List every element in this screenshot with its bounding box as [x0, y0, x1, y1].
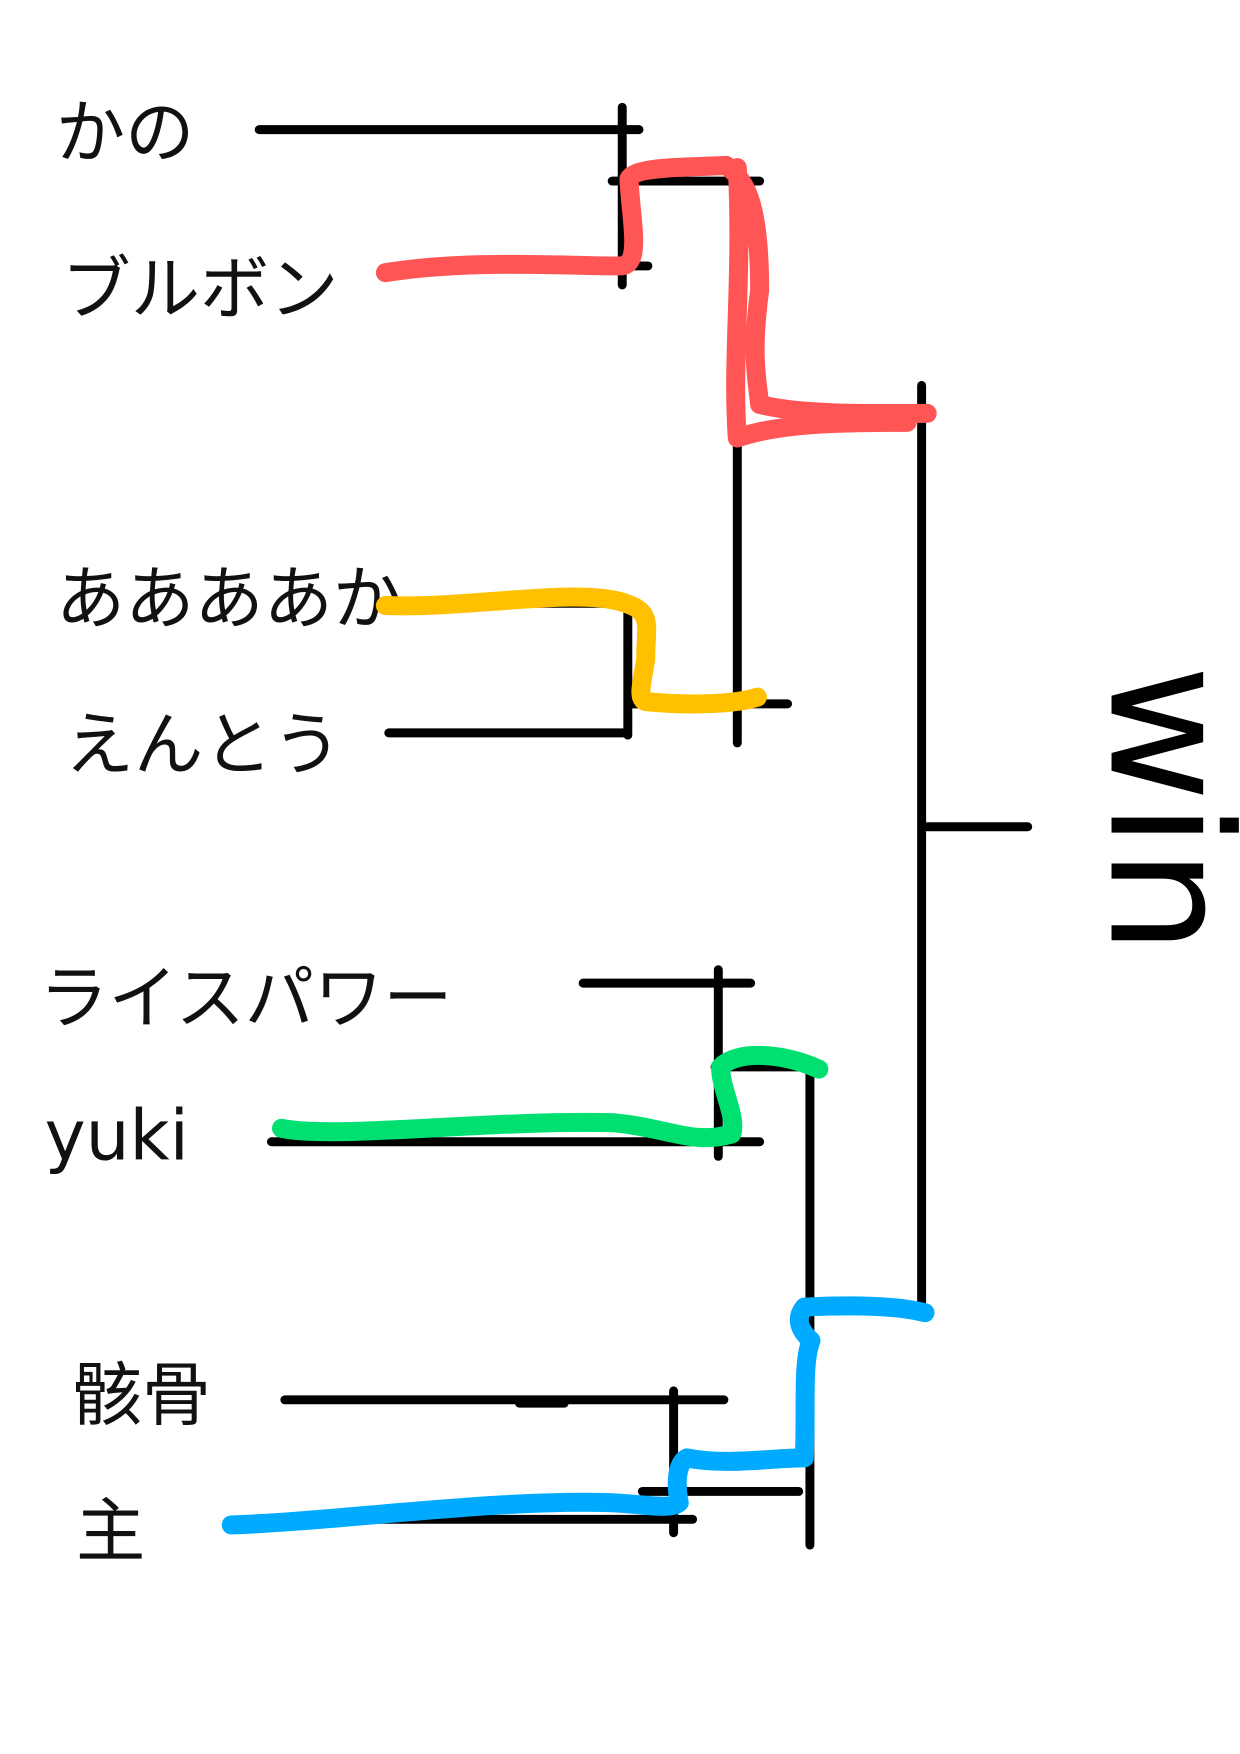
player-name: 主 [76, 1492, 145, 1572]
winner-path-red [375, 155, 937, 448]
player-name: 骸骨 [73, 1356, 212, 1436]
player-name: ああああか [56, 559, 402, 639]
bracket-lines [254, 102, 1033, 1550]
winner-path-yellow [375, 587, 767, 714]
player-name: ライスパワー [39, 959, 452, 1039]
player-name: えんとう [65, 706, 342, 786]
win-label: win [1072, 665, 1240, 955]
player-name: yuki [45, 1097, 189, 1177]
winner-path-green [272, 1045, 829, 1148]
player-name: ブルボン [61, 250, 338, 330]
winner-path-blue [221, 1296, 935, 1535]
player-name: かの [56, 93, 195, 173]
